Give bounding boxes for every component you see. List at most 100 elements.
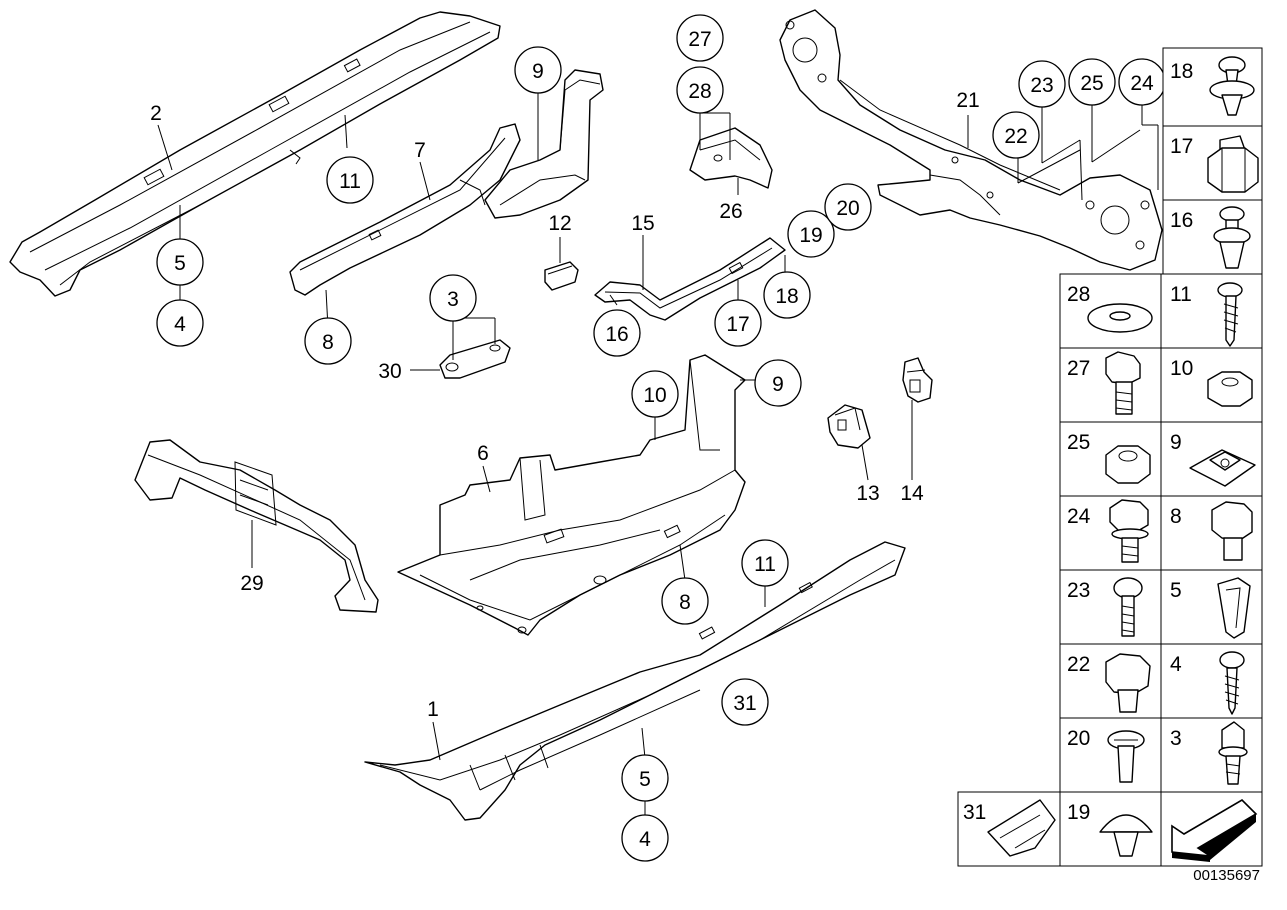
- leader-22b: [1017, 149, 1081, 184]
- leader-5b: [641, 727, 646, 759]
- legend-cell-5: 5: [1160, 569, 1263, 645]
- label-30: 30: [378, 360, 401, 383]
- callout-8b: 8: [661, 577, 709, 625]
- svg-text:18: 18: [775, 285, 798, 308]
- svg-text:16: 16: [1170, 209, 1193, 232]
- label-13: 13: [856, 482, 879, 505]
- label-29: 29: [240, 572, 263, 595]
- part-6-panel: [397, 354, 746, 636]
- label-21: 21: [956, 89, 979, 112]
- leader-1: [432, 721, 441, 761]
- flange-bolt-icon: [1109, 499, 1149, 563]
- part-29-frame: [134, 439, 379, 613]
- legend-cell-10: 10: [1160, 347, 1263, 423]
- legend-cell-11: 11: [1160, 273, 1263, 349]
- callout-10: 10: [631, 370, 679, 418]
- svg-text:11: 11: [754, 553, 776, 576]
- svg-text:19: 19: [1067, 801, 1090, 824]
- callout-17: 17: [714, 299, 762, 347]
- legend-cell-27: 27: [1059, 347, 1162, 423]
- svg-text:18: 18: [1170, 60, 1193, 83]
- leader-2: [157, 124, 173, 171]
- direction-arrow-icon: [1171, 798, 1258, 862]
- callout-9b: 9: [754, 359, 802, 407]
- callout-5b: 5: [621, 754, 669, 802]
- callout-28: 28: [676, 66, 724, 114]
- svg-text:10: 10: [643, 384, 666, 407]
- svg-text:22: 22: [1004, 125, 1027, 148]
- document-number: 00135697: [1193, 867, 1260, 884]
- svg-text:16: 16: [605, 323, 628, 346]
- svg-text:23: 23: [1067, 579, 1090, 602]
- svg-text:3: 3: [1170, 727, 1182, 750]
- callout-4a: 4: [156, 299, 204, 347]
- slotted-rivet-icon: [1107, 730, 1145, 783]
- collar-nut-icon: [1105, 445, 1151, 484]
- part-1-rail: [364, 541, 906, 821]
- leader-23b: [1041, 139, 1081, 164]
- part-26-bracket: [689, 127, 773, 189]
- plain-callouts: 2 7 12 15 26 21 30 6 13 14 29 1: [150, 89, 980, 721]
- svg-text:4: 4: [639, 828, 651, 851]
- svg-text:24: 24: [1067, 505, 1091, 528]
- legend-cell-4: 4: [1160, 643, 1263, 719]
- callout-3: 3: [429, 274, 477, 322]
- legend-cell-22: 22: [1059, 643, 1162, 719]
- legend-cell-3: 3: [1160, 717, 1263, 793]
- callout-11b: 11: [741, 539, 789, 587]
- label-6: 6: [477, 442, 489, 465]
- svg-text:20: 20: [836, 197, 859, 220]
- leader-7: [419, 161, 431, 201]
- svg-text:24: 24: [1130, 72, 1154, 95]
- leader-16a: [609, 294, 618, 306]
- expanding-rivet-icon: [1213, 206, 1251, 269]
- svg-text:27: 27: [688, 28, 711, 51]
- svg-text:22: 22: [1067, 653, 1090, 676]
- legend-cell-23: 23: [1059, 569, 1162, 645]
- callout-24: 24: [1118, 58, 1166, 106]
- svg-text:3: 3: [447, 288, 459, 311]
- leader-13: [861, 444, 869, 481]
- bracket-clip-icon: [987, 799, 1056, 857]
- callout-4b: 4: [621, 814, 669, 862]
- svg-text:11: 11: [339, 170, 361, 193]
- legend-cell-25: 25: [1059, 421, 1162, 497]
- part-7-rail: [289, 123, 521, 296]
- flange-nut-icon: [1207, 135, 1259, 193]
- torx-bolt-icon: [1113, 577, 1143, 637]
- legend-cell-17: 17: [1162, 125, 1263, 201]
- svg-text:8: 8: [322, 331, 334, 354]
- svg-text:27: 27: [1067, 357, 1090, 380]
- push-clip-icon: [1099, 814, 1153, 857]
- callout-31: 31: [721, 678, 769, 726]
- part-14-clip: [902, 357, 933, 403]
- leader-25b: [1091, 129, 1141, 163]
- leader-6: [482, 465, 491, 493]
- label-15: 15: [631, 212, 654, 235]
- part-3-bracket: [439, 339, 511, 379]
- clip-stud-icon: [1218, 721, 1248, 785]
- legend-cell-31: 31: [957, 791, 1061, 867]
- svg-text:23: 23: [1030, 74, 1053, 97]
- hex-stud-bolt-icon: [1105, 653, 1151, 713]
- label-7: 7: [414, 139, 426, 162]
- svg-text:9: 9: [1170, 431, 1182, 454]
- hex-bolt-icon: [1105, 351, 1141, 415]
- svg-text:11: 11: [1170, 283, 1192, 306]
- part-12-plug: [544, 261, 579, 291]
- callout-9a: 9: [514, 46, 562, 94]
- callout-18: 18: [763, 271, 811, 319]
- circled-callouts: 11 5 4 9 8 3 27 28 16 17 18 19 20 23 25 …: [156, 14, 1166, 862]
- svg-text:25: 25: [1080, 72, 1103, 95]
- washer-icon: [1087, 303, 1153, 333]
- part-13-clip: [827, 404, 871, 449]
- speed-nut-icon: [1189, 449, 1256, 487]
- part-21-crossmember: [779, 9, 1163, 271]
- svg-text:5: 5: [174, 252, 186, 275]
- svg-text:10: 10: [1170, 357, 1193, 380]
- callout-19: 19: [787, 210, 835, 258]
- svg-text:28: 28: [1067, 283, 1090, 306]
- leader-11a: [344, 114, 348, 149]
- callout-11a: 11: [326, 156, 374, 204]
- part-2-rail: [9, 11, 501, 297]
